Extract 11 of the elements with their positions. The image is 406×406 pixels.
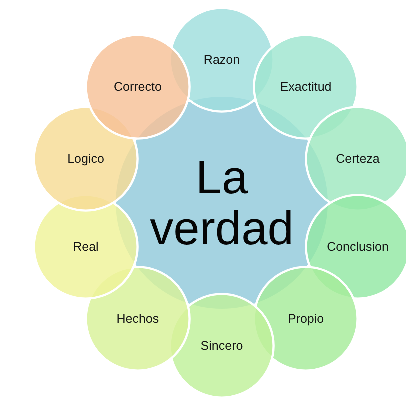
node-label: Sincero bbox=[200, 338, 244, 354]
node-label: Exactitud bbox=[280, 80, 332, 94]
node-label: Correcto bbox=[114, 80, 162, 94]
node-label: Certeza bbox=[336, 152, 380, 166]
node-label: Razon bbox=[204, 52, 240, 68]
node-label: Logico bbox=[68, 152, 104, 166]
node-label: Real bbox=[73, 240, 99, 254]
node-label: Hechos bbox=[116, 312, 160, 326]
node-label: Conclusion bbox=[327, 240, 389, 254]
node-label: Propio bbox=[288, 312, 324, 326]
center-title: La verdad bbox=[149, 152, 295, 254]
